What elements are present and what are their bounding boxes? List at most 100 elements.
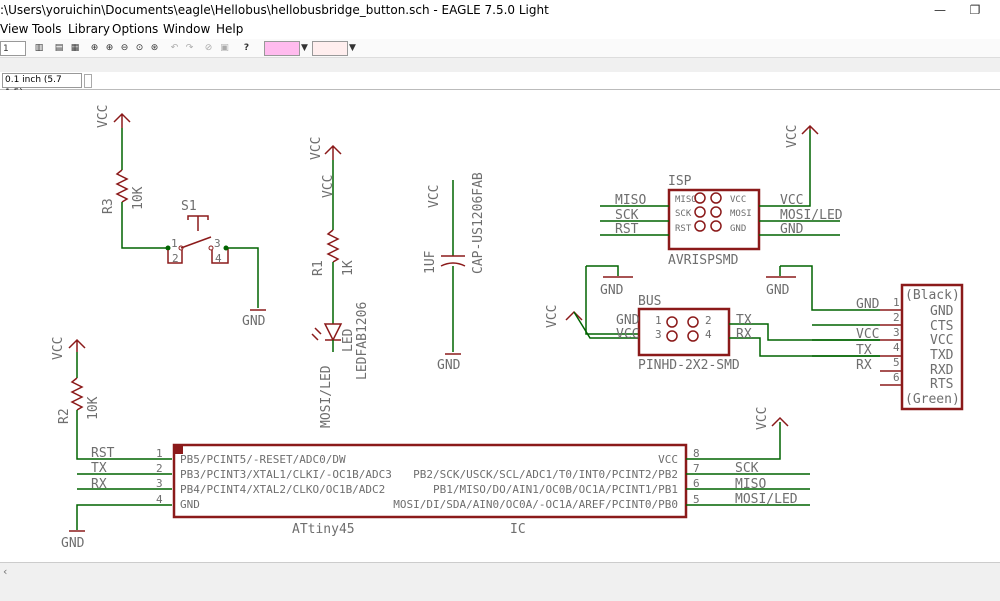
zoom-out-icon[interactable]: ⊖ bbox=[120, 42, 129, 53]
schematic-svg[interactable]: .w{stroke:#006400;stroke-width:1.5;fill:… bbox=[0, 90, 1000, 562]
ic-net-rx: RX bbox=[91, 477, 107, 492]
menu-library[interactable]: Library bbox=[68, 22, 110, 36]
ic-left-pin-2: PB3/PCINT3/XTAL1/CLKI/-OC1B/ADC3 bbox=[180, 468, 392, 481]
coordinate-display: 0.1 inch (5.7 1.5) bbox=[2, 73, 82, 98]
gnd-symbol-cap[interactable]: GND bbox=[437, 353, 461, 373]
dropdown-arrow-icon[interactable]: ▼ bbox=[301, 42, 308, 53]
ic-pin-5: 5 bbox=[693, 493, 700, 506]
ic-name: ATtiny45 bbox=[292, 522, 355, 537]
ic-left-pin-3: PB4/PCINT4/XTAL2/CLKO/OC1B/ADC2 bbox=[180, 483, 385, 496]
help-icon[interactable]: ? bbox=[243, 42, 250, 53]
toolbar-gap bbox=[0, 58, 1000, 72]
vcc-symbol-r2[interactable]: VCC bbox=[51, 337, 86, 360]
sheet-select[interactable]: 1 bbox=[0, 41, 26, 56]
ic-pin-4: 4 bbox=[156, 493, 163, 506]
zoom-in-icon[interactable]: ⊕ bbox=[105, 42, 114, 53]
vcc-symbol-cap[interactable]: VCC bbox=[427, 185, 442, 208]
r3-value: 10K bbox=[131, 186, 146, 210]
ftdi-num-2: 2 bbox=[893, 311, 900, 324]
s1-name: S1 bbox=[181, 199, 197, 214]
gnd-label-s1: GND bbox=[242, 314, 266, 329]
resistor-r2[interactable]: R2 10K bbox=[57, 377, 101, 424]
scroll-left-icon[interactable]: ‹ bbox=[3, 565, 8, 578]
menu-help[interactable]: Help bbox=[216, 22, 244, 36]
isp-pin-rst: RST bbox=[675, 224, 692, 234]
menu-window[interactable]: Window bbox=[163, 22, 211, 36]
ulp-icon[interactable] bbox=[312, 41, 348, 56]
ftdi-pin-txd: TXD bbox=[930, 348, 954, 363]
zoom-select-icon[interactable]: ⊛ bbox=[150, 42, 159, 53]
resistor-r3[interactable]: R3 10K bbox=[101, 169, 146, 214]
redo-icon[interactable]: ↷ bbox=[185, 42, 194, 53]
ftdi-num-3: 3 bbox=[893, 326, 900, 339]
ftdi-pin-cts: CTS bbox=[930, 319, 953, 334]
ftdi-header[interactable]: (Black) (Green) GND CTS VCC TXD RXD RTS … bbox=[880, 283, 964, 411]
undo-icon[interactable]: ↶ bbox=[170, 42, 179, 53]
isp-net-sck: SCK bbox=[615, 208, 639, 223]
dropdown-arrow-icon-2[interactable]: ▼ bbox=[349, 42, 356, 53]
ftdi-green: (Green) bbox=[905, 392, 960, 407]
restore-button[interactable]: ❐ bbox=[969, 3, 981, 17]
vcc-symbol-isp[interactable]: VCC bbox=[785, 125, 819, 148]
bus-net-gnd: GND bbox=[616, 313, 640, 328]
grid-icon[interactable]: ▥ bbox=[34, 42, 44, 53]
menu-view[interactable]: View bbox=[0, 22, 29, 36]
menu-options[interactable]: Options bbox=[112, 22, 159, 36]
vcc-symbol-r3[interactable]: VCC bbox=[96, 105, 131, 128]
gnd-symbol-ftdi[interactable]: GND bbox=[766, 276, 796, 298]
isp-header[interactable]: ISP MISO VCC SCK MOSI RST GND AVRISPSMD bbox=[667, 174, 761, 268]
window-title: :\Users\yoruichin\Documents\eagle\Hellob… bbox=[0, 3, 549, 17]
isp-net-mosi-led: MOSI/LED bbox=[780, 208, 843, 223]
r2-name: R2 bbox=[57, 408, 72, 424]
redraw-icon[interactable]: ⊙ bbox=[135, 42, 144, 53]
bus-net-tx: TX bbox=[736, 313, 752, 328]
command-input[interactable] bbox=[94, 73, 998, 89]
gnd-label-bus: GND bbox=[600, 283, 624, 298]
ftdi-pin-rxd: RXD bbox=[930, 363, 954, 378]
led[interactable]: LED LEDFAB1206 bbox=[311, 302, 370, 380]
vcc-label-isp: VCC bbox=[785, 125, 800, 148]
sheet-select-value: 1 bbox=[3, 43, 9, 54]
schematic-canvas[interactable]: .w{stroke:#006400;stroke-width:1.5;fill:… bbox=[0, 90, 1000, 562]
design-link-icon[interactable] bbox=[264, 41, 300, 56]
r2-value: 10K bbox=[86, 396, 101, 420]
resistor-r1[interactable]: R1 1K bbox=[311, 229, 356, 276]
ic-net-mosi-led: MOSI/LED bbox=[735, 492, 798, 507]
vcc-label-ic: VCC bbox=[755, 407, 770, 430]
stop-icon[interactable]: ⊘ bbox=[204, 42, 213, 53]
bus-header[interactable]: BUS 1 2 3 4 PINHD-2X2-SMD bbox=[637, 294, 740, 373]
menu-tools[interactable]: Tools bbox=[32, 22, 62, 36]
switch-s1[interactable]: S1 1 2 3 4 bbox=[167, 199, 229, 265]
ftdi-pin-vcc: VCC bbox=[930, 333, 953, 348]
go-icon[interactable]: ▣ bbox=[220, 42, 229, 53]
ic-pin-1: 1 bbox=[156, 447, 163, 460]
vcc-symbol-r1[interactable]: VCC VCC bbox=[309, 137, 342, 198]
capacitor-1uf[interactable]: 1UF CAP-US1206FAB bbox=[423, 172, 486, 274]
ic-left-pin-4: GND bbox=[180, 498, 200, 511]
isp-net-rst: RST bbox=[615, 222, 639, 237]
ic-net-sck: SCK bbox=[735, 461, 759, 476]
minimize-button[interactable]: — bbox=[934, 3, 946, 17]
s1-pin1: 1 bbox=[171, 237, 178, 250]
ic-left-pin-1: PB5/PCINT5/-RESET/ADC0/DW bbox=[180, 453, 346, 466]
command-separator bbox=[84, 74, 92, 88]
isp-pin-mosi: MOSI bbox=[730, 209, 752, 219]
menu-bar: View Tools Library Options Window Help bbox=[0, 21, 1000, 39]
ftdi-num-6: 6 bbox=[893, 371, 900, 384]
gnd-label-ftdi: GND bbox=[766, 283, 790, 298]
vcc-symbol-ic[interactable]: VCC bbox=[755, 407, 789, 430]
ftdi-black: (Black) bbox=[905, 288, 960, 303]
toolbar: 1 ▥ ▤ ▦ ⊕ ⊕ ⊖ ⊙ ⊛ ↶ ↷ ⊘ ▣ ? ▼ ▼ bbox=[0, 39, 1000, 58]
ic-attiny45[interactable]: 1 2 3 4 8 7 6 5 PB5/PCINT5/-RESET/ADC0/D… bbox=[156, 443, 700, 537]
gnd-symbol-bus[interactable]: GND bbox=[600, 276, 633, 298]
layers-icon[interactable]: ▤ bbox=[54, 42, 64, 53]
s1-pin2: 2 bbox=[172, 252, 179, 265]
vcc-label-cap: VCC bbox=[427, 185, 442, 208]
gnd-symbol-s1[interactable]: GND bbox=[242, 309, 266, 329]
r1-name: R1 bbox=[311, 260, 326, 276]
s1-pin4: 4 bbox=[215, 252, 222, 265]
gnd-symbol-r2[interactable]: GND bbox=[61, 530, 85, 551]
ic-pin-7: 7 bbox=[693, 462, 700, 475]
display-icon[interactable]: ▦ bbox=[70, 42, 80, 53]
zoom-fit-icon[interactable]: ⊕ bbox=[90, 42, 99, 53]
